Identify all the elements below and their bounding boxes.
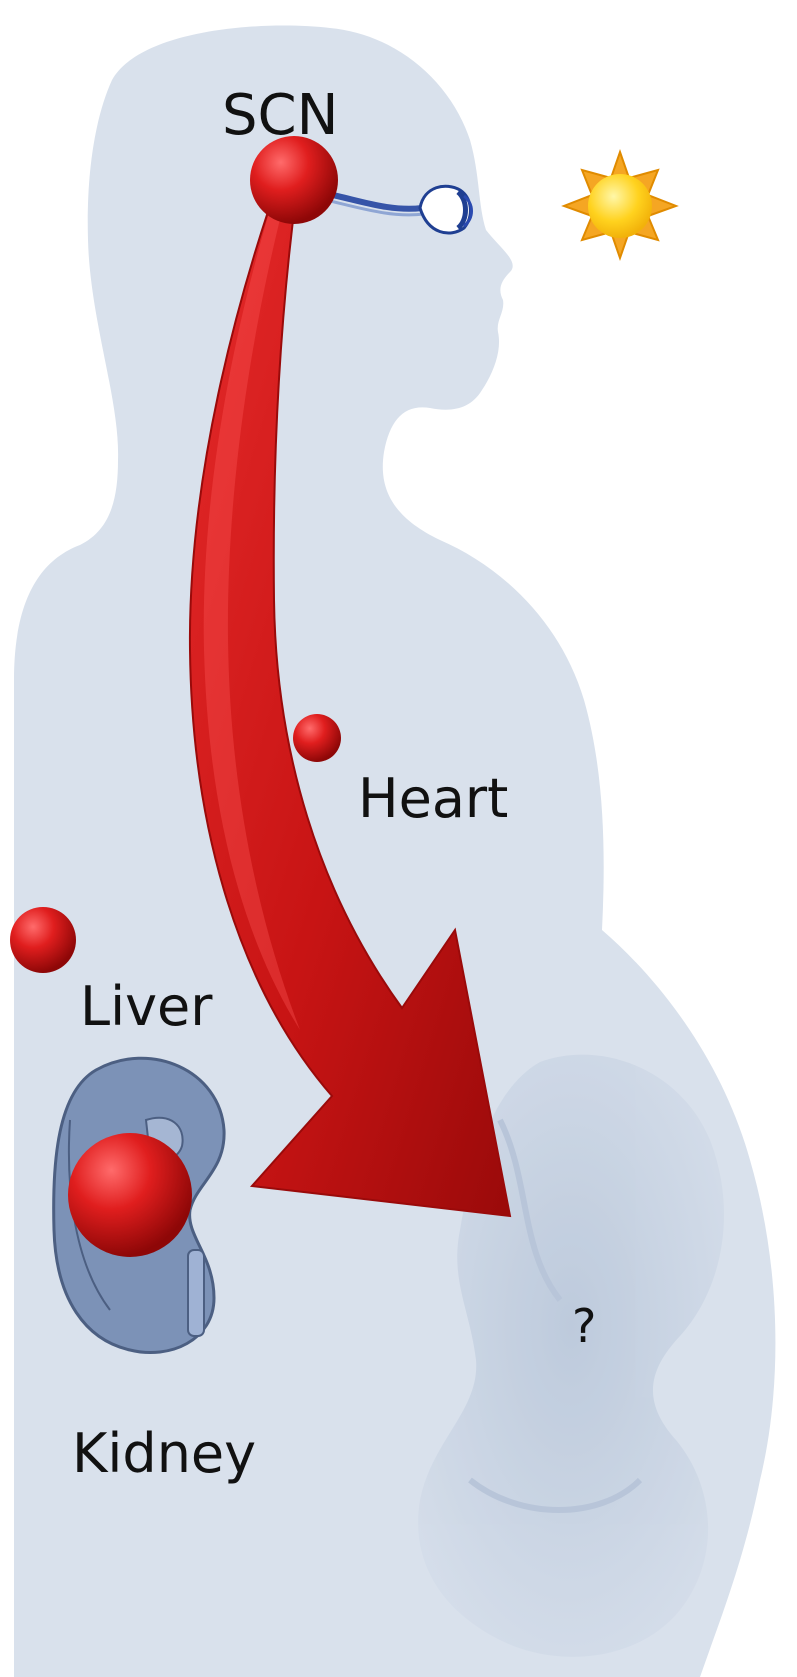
fetus-question-label: ? — [572, 1303, 596, 1349]
heart-label: Heart — [358, 772, 508, 826]
liver-clock-node — [10, 907, 76, 973]
kidney-clock-node — [68, 1133, 192, 1257]
heart-clock-node — [293, 714, 341, 762]
sun-icon — [564, 152, 676, 258]
scn-clock-node — [250, 136, 338, 224]
kidney-label: Kidney — [72, 1427, 256, 1481]
scn-label: SCN — [222, 88, 339, 144]
liver-label: Liver — [80, 980, 212, 1034]
